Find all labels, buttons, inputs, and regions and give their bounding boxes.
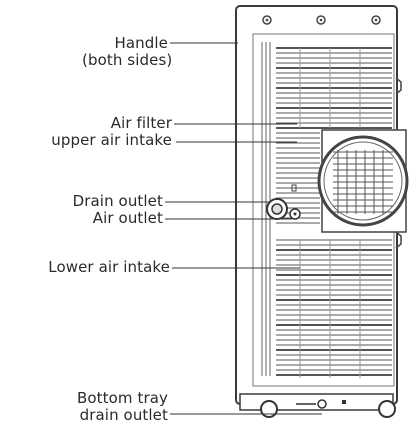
exhaust-port (317, 129, 409, 233)
label-bottom-tray: Bottom tray drain outlet (44, 390, 168, 424)
drain-marking (291, 184, 297, 192)
label-air-filter-line2: upper air intake (51, 131, 172, 149)
drain-outlet-fitting (266, 198, 288, 220)
label-handle-line1: Handle (114, 34, 168, 52)
bottom-tray (239, 393, 396, 418)
label-air-filter-line1: Air filter (110, 114, 172, 132)
leader-lines (165, 42, 322, 415)
label-drain-outlet: Drain outlet (72, 192, 163, 210)
upper-grille (276, 47, 392, 224)
label-bottom-tray-line2: drain outlet (79, 406, 168, 424)
side-clip-right (395, 231, 402, 249)
label-handle: Handle (both sides) (82, 34, 173, 69)
label-lower-air-intake: Lower air intake (48, 258, 170, 276)
top-screws (262, 15, 381, 25)
label-air-filter: Air filter upper air intake (8, 115, 172, 149)
label-bottom-tray-line1: Bottom tray (76, 389, 168, 407)
label-handle-line2: (both sides) (82, 51, 173, 69)
label-air-outlet: Air outlet (92, 209, 163, 227)
air-outlet-fitting (289, 208, 301, 220)
lower-grille (276, 239, 392, 378)
handle-right (395, 77, 402, 95)
